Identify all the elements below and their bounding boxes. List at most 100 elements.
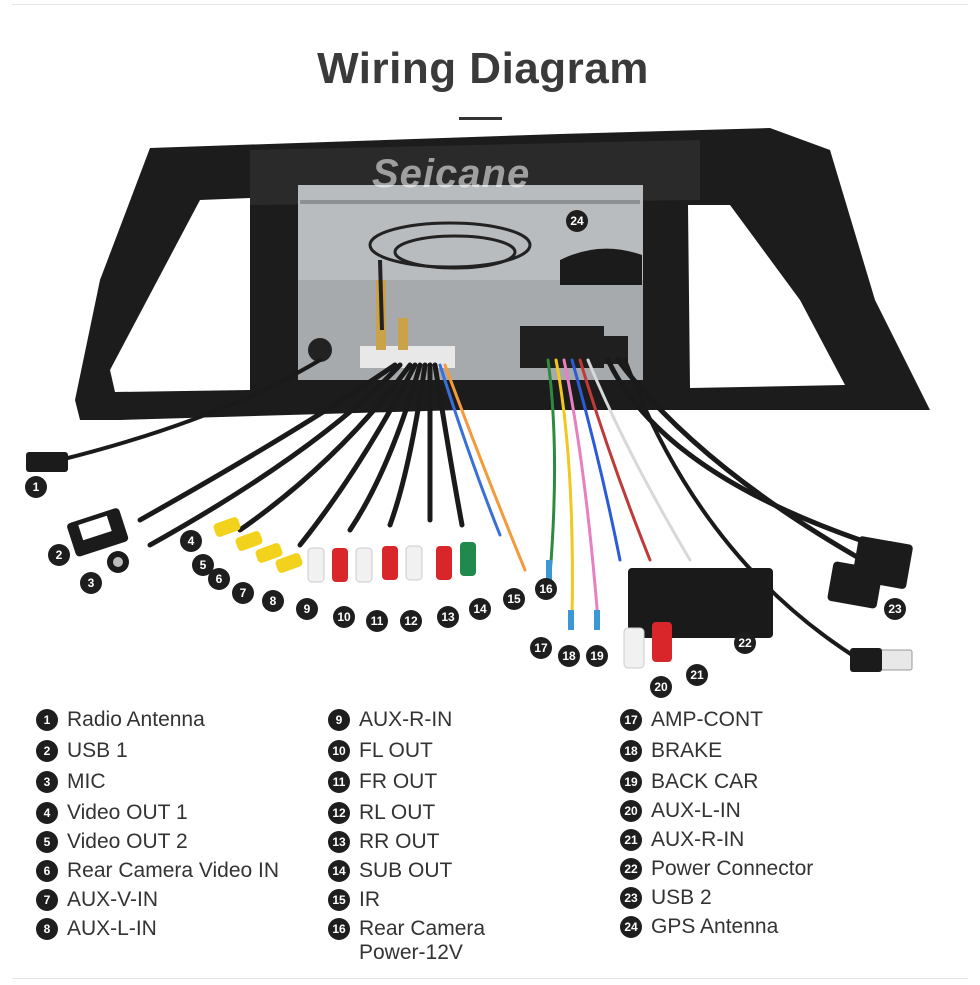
- legend-label: Video OUT 2: [67, 830, 188, 853]
- legend-item-15: 15 IR: [328, 888, 628, 912]
- legend-item-11: 11 FR OUT: [328, 770, 628, 794]
- callout-badge-2: 2: [48, 544, 70, 566]
- callout-badge-22: 22: [734, 632, 756, 654]
- legend-label: AUX-R-IN: [651, 828, 745, 851]
- callout-badge-18: 18: [558, 645, 580, 667]
- legend-label: RL OUT: [359, 801, 436, 824]
- legend-label: BACK CAR: [651, 770, 759, 793]
- top-divider: [12, 4, 968, 5]
- legend-number: 13: [328, 831, 350, 853]
- legend-item-14: 14 SUB OUT: [328, 859, 628, 883]
- legend-label: Rear Camera Video IN: [67, 859, 280, 882]
- legend-number: 20: [620, 800, 642, 822]
- legend-number: 4: [36, 802, 58, 824]
- legend-label: IR: [359, 888, 380, 911]
- legend-item-23: 23 USB 2: [620, 886, 920, 910]
- legend-label: USB 1: [67, 739, 128, 762]
- legend-number: 17: [620, 709, 642, 731]
- legend-item-4: 4 Video OUT 1: [36, 801, 336, 825]
- legend-number: 18: [620, 740, 642, 762]
- legend-number: 6: [36, 860, 58, 882]
- legend-label: MIC: [67, 770, 106, 793]
- callout-badge-11: 11: [366, 610, 388, 632]
- legend-number: 14: [328, 860, 350, 882]
- callout-badge-1: 1: [25, 476, 47, 498]
- legend-item-2: 2 USB 1: [36, 739, 336, 763]
- callout-badge-13: 13: [437, 606, 459, 628]
- legend-label: AUX-L-IN: [651, 799, 741, 822]
- legend-number: 9: [328, 709, 350, 731]
- callout-badge-16: 16: [535, 578, 557, 600]
- gps-antenna: [368, 221, 642, 331]
- wiring-diagram: [26, 128, 930, 672]
- legend-item-17: 17 AMP-CONT: [620, 708, 920, 732]
- wire-harness: [58, 357, 883, 662]
- callout-badge-6: 6: [208, 568, 230, 590]
- legend-item-10: 10 FL OUT: [328, 739, 628, 763]
- legend-label: Radio Antenna: [67, 708, 205, 731]
- legend-item-8: 8 AUX-L-IN: [36, 917, 336, 941]
- bottom-divider: [12, 978, 968, 979]
- legend-number: 23: [620, 887, 642, 909]
- legend-number: 19: [620, 771, 642, 793]
- callout-badge-5: 5: [192, 554, 214, 576]
- callout-badge-10: 10: [333, 606, 355, 628]
- legend-item-1: 1 Radio Antenna: [36, 708, 336, 732]
- legend-label: FR OUT: [359, 770, 438, 793]
- callout-badge-14: 14: [469, 598, 491, 620]
- title-underline: [459, 117, 502, 120]
- connectors: [26, 452, 913, 672]
- legend-label: FL OUT: [359, 739, 433, 762]
- callout-badge-20: 20: [650, 676, 672, 698]
- legend-item-9: 9 AUX-R-IN: [328, 708, 628, 732]
- legend-number: 5: [36, 831, 58, 853]
- legend-label: Rear Camera Power-12V: [359, 917, 486, 964]
- legend-label: AUX-V-IN: [67, 888, 159, 911]
- legend-item-3: 3 MIC: [36, 770, 336, 794]
- legend-number: 24: [620, 916, 642, 938]
- callout-badge-7: 7: [232, 582, 254, 604]
- legend-number: 3: [36, 771, 58, 793]
- legend-number: 21: [620, 829, 642, 851]
- legend-label: AMP-CONT: [651, 708, 763, 731]
- callout-badge-3: 3: [80, 572, 102, 594]
- legend-label: BRAKE: [651, 739, 723, 762]
- legend-label: USB 2: [651, 886, 712, 909]
- callout-badge-8: 8: [262, 590, 284, 612]
- page-title: Wiring Diagram: [317, 44, 649, 93]
- legend-number: 16: [328, 918, 350, 940]
- legend-number: 12: [328, 802, 350, 824]
- legend-number: 22: [620, 858, 642, 880]
- legend-number: 8: [36, 918, 58, 940]
- legend-number: 2: [36, 740, 58, 762]
- legend-number: 15: [328, 889, 350, 911]
- callout-badge-4: 4: [180, 530, 202, 552]
- legend-label: Video OUT 1: [67, 801, 188, 824]
- callout-badge-24: 24: [566, 210, 588, 232]
- callout-badge-9: 9: [296, 598, 318, 620]
- legend-item-21: 21 AUX-R-IN: [620, 828, 920, 852]
- callout-badge-19: 19: [586, 645, 608, 667]
- callout-badge-12: 12: [400, 610, 422, 632]
- brand-watermark: Seicane: [372, 152, 531, 196]
- legend-item-24: 24 GPS Antenna: [620, 915, 920, 939]
- legend-label: GPS Antenna: [651, 915, 779, 938]
- legend-item-18: 18 BRAKE: [620, 739, 920, 763]
- legend-label: AUX-R-IN: [359, 708, 453, 731]
- legend-item-20: 20 AUX-L-IN: [620, 799, 920, 823]
- callout-badge-23: 23: [884, 598, 906, 620]
- callout-badge-21: 21: [686, 664, 708, 686]
- callout-badge-15: 15: [503, 588, 525, 610]
- legend-item-5: 5 Video OUT 2: [36, 830, 336, 854]
- legend-label: AUX-L-IN: [67, 917, 157, 940]
- legend-number: 10: [328, 740, 350, 762]
- legend-label: SUB OUT: [359, 859, 453, 882]
- legend-item-19: 19 BACK CAR: [620, 770, 920, 794]
- legend-item-6: 6 Rear Camera Video IN: [36, 859, 336, 883]
- legend-number: 11: [328, 771, 350, 793]
- legend-number: 1: [36, 709, 58, 731]
- callout-badge-17: 17: [530, 637, 552, 659]
